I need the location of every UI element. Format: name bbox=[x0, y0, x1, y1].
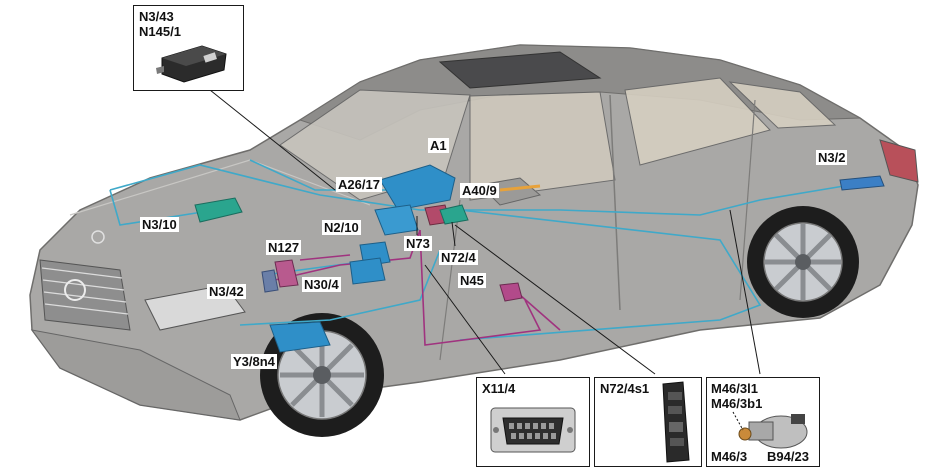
n45-module bbox=[499, 282, 523, 302]
n3-10-module bbox=[194, 197, 243, 223]
n3-42-module bbox=[261, 269, 279, 293]
label-n73: N73 bbox=[404, 236, 432, 251]
inset-diagnostic-connector-label: X11/4 bbox=[482, 381, 516, 396]
inset-top-module: N3/43 N145/1 bbox=[133, 5, 244, 91]
label-a1: A1 bbox=[428, 138, 449, 153]
label-n3-10: N3/10 bbox=[140, 217, 179, 232]
a1-instrument-cluster bbox=[379, 164, 456, 211]
y3-8n4-module bbox=[269, 321, 331, 353]
label-a40-9: A40/9 bbox=[460, 183, 499, 198]
label-n2-10: N2/10 bbox=[322, 220, 361, 235]
n127-module bbox=[274, 259, 299, 288]
n3-2-module bbox=[839, 175, 885, 191]
leader-lines bbox=[204, 85, 761, 375]
label-n45: N45 bbox=[458, 273, 486, 288]
inset-brake-actuator-line1: M46/3l1 bbox=[711, 381, 758, 396]
inset-switch-panel: N72/4s1 bbox=[594, 377, 702, 467]
n30-4-module bbox=[349, 257, 386, 285]
label-a26-17: A26/17 bbox=[336, 177, 382, 192]
label-n127: N127 bbox=[266, 240, 302, 255]
inset-top-module-line2: N145/1 bbox=[139, 24, 181, 39]
inset-brake-actuator-bottom-right: B94/23 bbox=[767, 449, 809, 464]
inset-brake-actuator-bottom-left: M46/3 bbox=[711, 449, 748, 464]
door-switch-panel-icon bbox=[662, 381, 690, 463]
inset-brake-actuator-line2: M46/3b1 bbox=[711, 396, 763, 411]
brake-booster-motor-icon bbox=[732, 411, 808, 449]
label-y3-8n4: Y3/8n4 bbox=[231, 354, 277, 369]
inset-brake-actuator: M46/3l1 M46/3b1 M46/3 B94/23 bbox=[706, 377, 820, 467]
inset-diagnostic-connector: X11/4 bbox=[476, 377, 590, 467]
car-body bbox=[29, 44, 919, 421]
label-n72-4: N72/4 bbox=[439, 250, 478, 265]
obd-connector-icon bbox=[490, 407, 576, 453]
label-n3-42: N3/42 bbox=[207, 284, 246, 299]
control-module-icon bbox=[156, 45, 227, 83]
inset-top-module-line1: N3/43 bbox=[139, 9, 174, 24]
label-n3-2: N3/2 bbox=[816, 150, 848, 165]
a26-17-module bbox=[374, 204, 419, 236]
components bbox=[194, 164, 885, 353]
label-n30-4: N30/4 bbox=[302, 277, 341, 292]
rear-wheel bbox=[747, 206, 859, 318]
a40-9-module bbox=[439, 204, 469, 225]
inset-switch-panel-label: N72/4s1 bbox=[600, 381, 650, 396]
